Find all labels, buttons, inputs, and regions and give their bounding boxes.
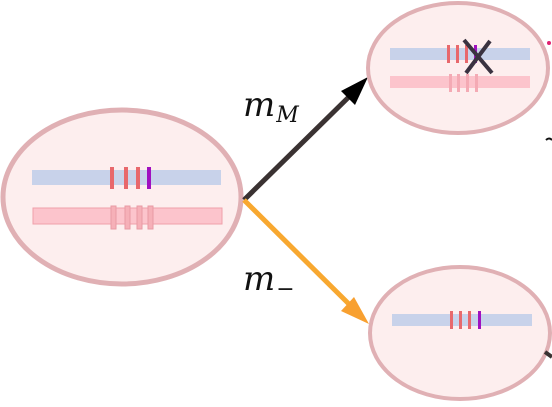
parent-blue-mark-3 — [136, 167, 140, 189]
lower-blue-mark-1 — [450, 311, 453, 329]
parent-pink-mark-1 — [110, 205, 117, 230]
upper-blue-mark-3 — [465, 45, 468, 63]
parent-cell — [0, 107, 244, 287]
upper-arrow-shaft — [242, 84, 362, 202]
upper-arrow-head — [341, 77, 368, 105]
edge-fragment-glyph — [545, 137, 552, 141]
lower-blue-mark-purple — [478, 311, 481, 329]
parent-pink-mark-2 — [124, 205, 131, 230]
lower-daughter-cell — [368, 265, 552, 401]
upper-pink-mark-4 — [475, 74, 478, 92]
parent-blue-mark-purple — [147, 167, 151, 189]
parent-pink-mark-3 — [136, 205, 143, 230]
upper-blue-mark-2 — [456, 45, 459, 63]
parent-blue-mark-1 — [110, 167, 114, 189]
upper-pink-mark-2 — [457, 74, 460, 92]
upper-chromosome-blue — [390, 48, 530, 60]
edge-fragment-dot — [547, 41, 551, 45]
lower-arrow-shaft — [242, 198, 361, 316]
upper-pink-mark-1 — [449, 74, 452, 92]
lower-arrow-label: m− — [243, 259, 295, 302]
edge-arrow-fragment — [543, 350, 552, 359]
parent-cell-membrane — [0, 107, 244, 287]
parent-blue-mark-2 — [124, 167, 128, 189]
upper-daughter-cell — [366, 1, 550, 135]
upper-blue-mark-1 — [447, 45, 450, 63]
lower-blue-mark-3 — [468, 311, 471, 329]
upper-cell-membrane — [366, 1, 550, 135]
upper-pink-mark-3 — [466, 74, 469, 92]
upper-arrow-label: mM — [243, 85, 299, 128]
parent-pink-mark-4 — [147, 205, 154, 230]
lower-arrow-head — [341, 297, 369, 324]
lower-blue-mark-2 — [459, 311, 462, 329]
cross-mark — [462, 38, 494, 75]
lower-cell-membrane — [368, 265, 552, 401]
